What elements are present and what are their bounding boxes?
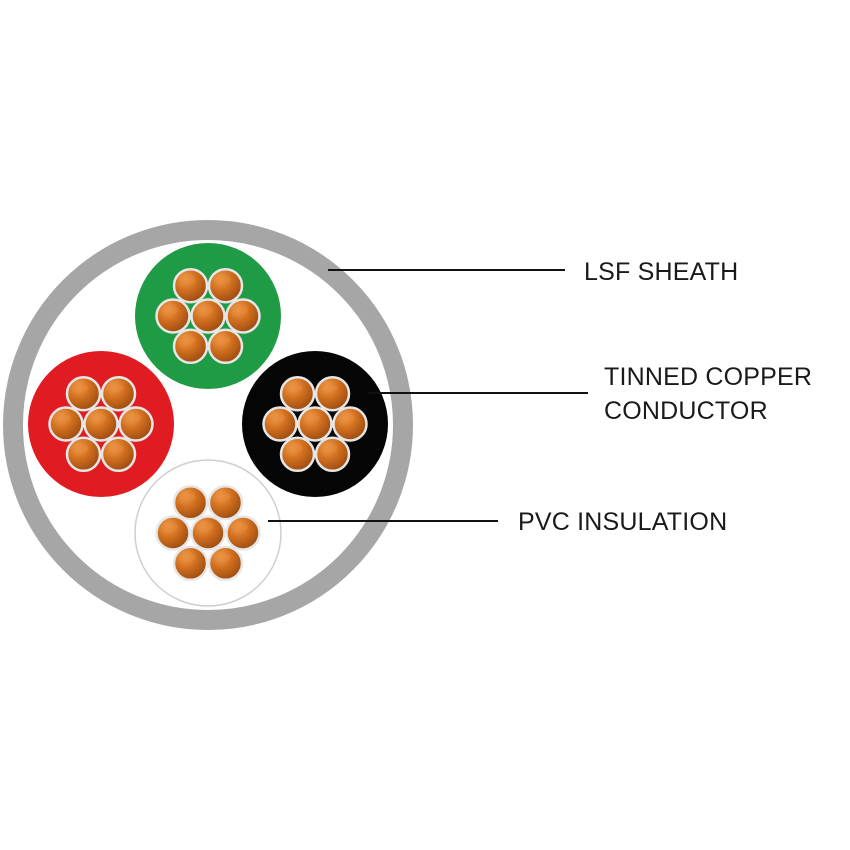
label-lsf-sheath: LSF SHEATH: [584, 255, 738, 289]
core-white-copper-strand: [190, 515, 226, 551]
core-black-strand-highlight: [339, 414, 355, 422]
core-black-copper-strand: [279, 375, 316, 412]
core-green-strand-highlight: [214, 275, 231, 284]
core-white-copper-strand: [225, 515, 261, 551]
core-black-copper-strand: [314, 436, 351, 473]
core-black-strand-highlight: [286, 383, 303, 392]
core-green-copper-strand: [207, 328, 244, 365]
core-red-strand-highlight: [72, 383, 89, 392]
core-white-strand-highlight: [162, 523, 178, 531]
core-green-copper-strand: [207, 267, 244, 304]
core-white-strand-highlight: [232, 523, 248, 531]
label-tinned-copper-conductor: TINNED COPPER CONDUCTOR: [604, 360, 812, 428]
core-white-strand-highlight: [214, 553, 231, 562]
core-green-copper-strand: [172, 267, 209, 304]
core-black-strand-highlight: [269, 414, 285, 422]
core-black-copper-strand: [314, 375, 351, 412]
core-white-copper-strand: [155, 515, 191, 551]
core-white-strand-highlight: [197, 523, 213, 531]
core-green-strand-highlight: [179, 336, 196, 345]
label-pvc-insulation: PVC INSULATION: [518, 505, 727, 539]
core-black-strand-highlight: [321, 383, 338, 392]
label-pvc-insulation-text: PVC INSULATION: [518, 508, 728, 536]
core-black-strand-highlight: [286, 444, 303, 453]
core-red-strand-highlight: [107, 444, 124, 453]
core-white-strand-highlight: [214, 492, 231, 501]
core-black-copper-strand: [332, 406, 368, 442]
core-white-strand-highlight: [179, 492, 196, 501]
core-green-copper-strand: [225, 298, 261, 334]
core-red-copper-strand: [100, 436, 137, 473]
core-white-copper-strand: [207, 545, 244, 582]
core-black-copper-strand: [297, 406, 333, 442]
core-white-copper-strand: [172, 545, 209, 582]
lsf-sheath: [3, 220, 413, 630]
label-lsf-sheath-text: LSF SHEATH: [584, 258, 739, 286]
core-red-strand-highlight: [90, 414, 106, 422]
core-black-copper-strand: [279, 436, 316, 473]
label-conductor-line2: CONDUCTOR: [604, 397, 768, 425]
core-green-copper-strand: [155, 298, 191, 334]
core-black-strand-highlight: [304, 414, 320, 422]
core-red-strand-highlight: [55, 414, 71, 422]
cores-group: [28, 243, 388, 607]
core-white-copper-strand: [207, 484, 244, 521]
core-red-copper-strand: [83, 406, 119, 442]
core-green-copper-strand: [190, 298, 226, 334]
core-red-copper-strand: [118, 406, 154, 442]
core-green-copper-strand: [172, 328, 209, 365]
core-red-copper-strand: [65, 436, 102, 473]
core-green-strand-highlight: [179, 275, 196, 284]
core-green-strand-highlight: [162, 306, 178, 314]
core-white-copper-strand: [172, 484, 209, 521]
core-green-strand-highlight: [232, 306, 248, 314]
core-red-strand-highlight: [72, 444, 89, 453]
core-red-copper-strand: [100, 375, 137, 412]
core-white-strand-highlight: [179, 553, 196, 562]
core-red-strand-highlight: [107, 383, 124, 392]
core-green-strand-highlight: [214, 336, 231, 345]
core-red-copper-strand: [48, 406, 84, 442]
core-green-strand-highlight: [197, 306, 213, 314]
core-black-strand-highlight: [321, 444, 338, 453]
core-black-copper-strand: [262, 406, 298, 442]
core-red-strand-highlight: [125, 414, 141, 422]
label-conductor-line1: TINNED COPPER: [604, 363, 813, 391]
core-red-copper-strand: [65, 375, 102, 412]
